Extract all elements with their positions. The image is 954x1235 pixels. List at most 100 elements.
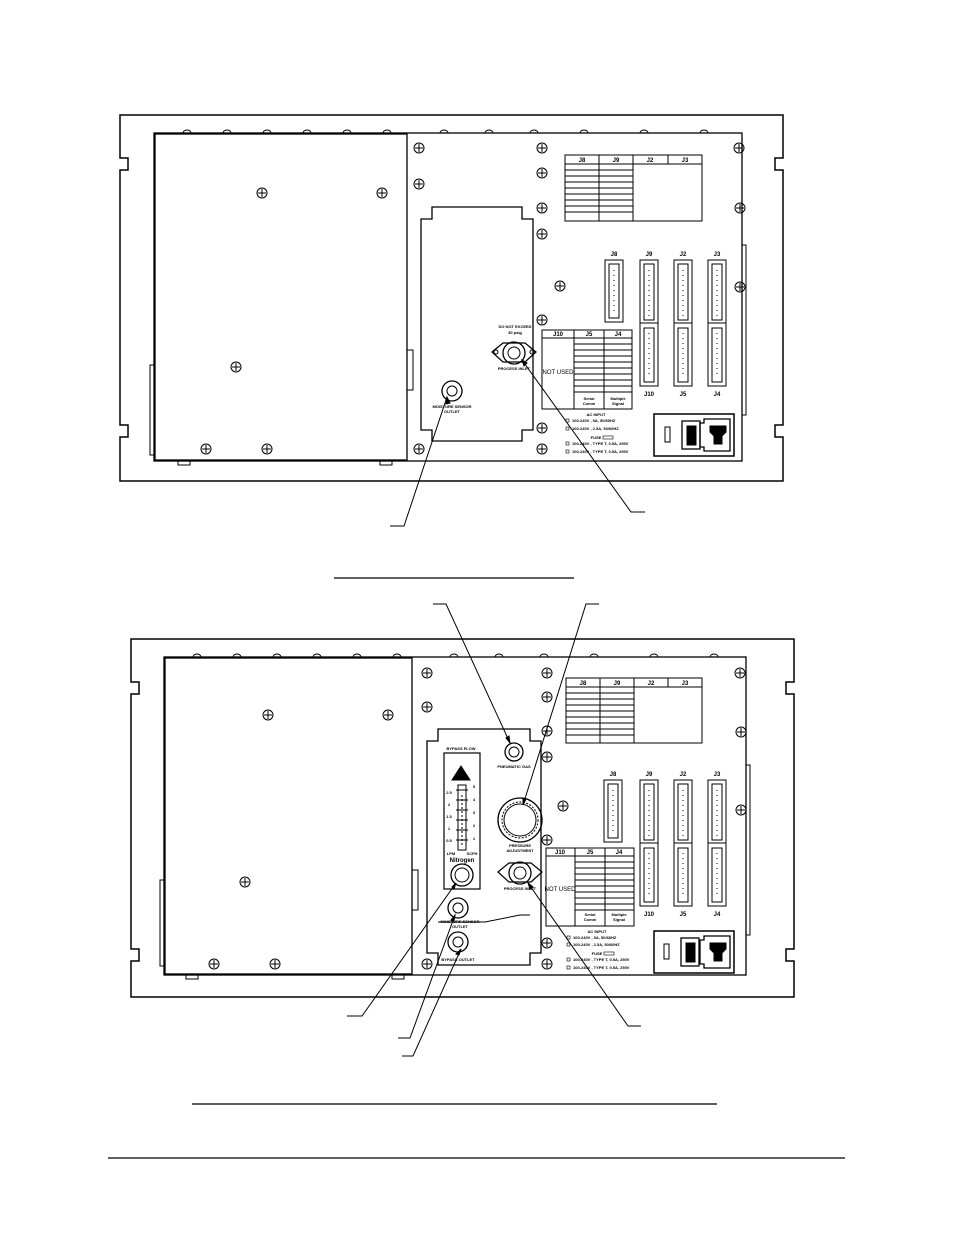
- connectors: [603, 779, 727, 907]
- terminal-j4: J4: [616, 850, 623, 856]
- cover-plate: [154, 133, 408, 461]
- screw-icon: [734, 202, 746, 214]
- screw-icon: [734, 667, 746, 679]
- screw-icon: [735, 804, 747, 816]
- ac-line-4: 100-240V , TYPE T, 0.5A, 250V: [573, 965, 630, 970]
- screw-icon: [239, 876, 251, 888]
- callout-leaders-top: [390, 358, 645, 527]
- screw-icon: [557, 800, 569, 812]
- do-not-exceed-2: 30 psig: [508, 330, 522, 335]
- connector-j9: J9: [646, 772, 653, 778]
- header-j3: J3: [682, 681, 689, 687]
- figure-top: DO NOT EXCEED 30 psig PROCESS INLET MOIS…: [119, 114, 784, 579]
- sensor-outlet-label-2: OUTLET: [452, 924, 469, 929]
- terminal-j4: J4: [615, 332, 622, 338]
- ac-line-1: 100-240V , 5A, 50/60HZ: [572, 418, 616, 423]
- screw-icon: [541, 667, 553, 679]
- scale-left-4: 1: [448, 826, 451, 831]
- top-bumps: [185, 653, 719, 980]
- bypass-outlet-label: BYPASS OUTLET: [441, 957, 475, 962]
- left-rail: [159, 879, 165, 967]
- screws-top: [200, 142, 746, 455]
- ac-line-2: 100-240V , 2.5A, 50/60HZ: [573, 942, 620, 947]
- sensor-outlet-label-2: OUTLET: [444, 409, 461, 414]
- screw-icon: [382, 709, 394, 721]
- bypass-flow-label: BYPASS FLOW: [446, 746, 475, 751]
- terminal-j10: J10: [555, 850, 566, 856]
- screw-icon: [733, 142, 745, 154]
- terminal-j10: J10: [553, 332, 564, 338]
- process-inlet-fitting: [497, 861, 543, 885]
- screw-icon: [421, 667, 433, 679]
- screw-icon: [256, 187, 268, 199]
- screw-icon: [200, 443, 212, 455]
- terminal-label-block: [541, 329, 633, 410]
- header-j9: J9: [614, 681, 621, 687]
- connector-j2: J2: [680, 252, 687, 258]
- scale-right-2: 4: [473, 797, 476, 802]
- screw-icon: [230, 361, 242, 373]
- callout-leaders-bottom: [347, 603, 641, 1057]
- do-not-exceed-1: DO NOT EXCEED: [498, 324, 531, 329]
- header-j2: J2: [648, 681, 655, 687]
- header-j2: J2: [647, 158, 654, 164]
- ac-line-2: 100-240V , 2.5A, 50/60HZ: [572, 426, 619, 431]
- terminal-label-block: [545, 847, 635, 927]
- left-rail: [149, 364, 155, 456]
- screw-icon: [413, 142, 425, 154]
- sensor-panel: [426, 728, 542, 966]
- scale-right-4: 2: [473, 823, 476, 828]
- scale-right-1: 5: [473, 784, 476, 789]
- screw-icon: [536, 228, 548, 240]
- connector-j10: J10: [644, 392, 655, 398]
- screw-icon: [541, 958, 553, 970]
- connector-j4: J4: [714, 392, 721, 398]
- screw-icon: [413, 178, 425, 190]
- pneumatic-gas-label: PNEUMATIC GAS: [497, 764, 531, 769]
- screw-icon: [536, 443, 548, 455]
- screw-icon: [541, 751, 553, 763]
- connectors: [604, 259, 727, 387]
- ac-line-3: 100-240V , TYPE T, 0.5A, 250V: [572, 441, 629, 446]
- screw-icon: [735, 726, 747, 738]
- connector-j5: J5: [680, 912, 687, 918]
- screw-icon: [262, 709, 274, 721]
- scale-left-3: 1.5: [446, 814, 452, 819]
- gas-name: Nitrogen: [450, 858, 475, 864]
- bypass-outlet-fitting: [447, 931, 469, 953]
- scale-right-3: 3: [473, 810, 476, 815]
- pressure-adjust-knob: [497, 797, 543, 843]
- header-j9: J9: [613, 158, 620, 164]
- pressure-adjust-1: PRESSURE: [509, 843, 531, 848]
- scale-left-1: 2.5: [446, 790, 452, 795]
- ac-line-1: 100-240V , 5A, 50/60HZ: [573, 935, 617, 940]
- pressure-adjust-2: ADJUSTMENT: [506, 848, 534, 853]
- serial-comm-2: Comm: [583, 401, 596, 406]
- cover-plate: [164, 657, 413, 975]
- multiple-signal-2: Signal: [612, 401, 624, 406]
- ac-input-title: AC INPUT: [588, 929, 607, 934]
- panel-divider: [438, 914, 530, 923]
- fuse-label: FUSE: [592, 951, 603, 956]
- connector-j8: J8: [611, 252, 618, 258]
- right-rail: [741, 244, 747, 416]
- terminal-j5: J5: [587, 850, 594, 856]
- scale-right-5: 1: [473, 836, 476, 841]
- screw-icon: [734, 281, 746, 293]
- process-inlet-label: PROCESS INLET: [498, 366, 531, 371]
- ac-line-3: 100-240V , TYPE T, 0.5A, 250V: [573, 957, 630, 962]
- header-j8: J8: [579, 158, 586, 164]
- connector-j3: J3: [714, 772, 721, 778]
- screw-icon: [541, 937, 553, 949]
- screw-icon: [541, 834, 553, 846]
- cover-hinge: [406, 349, 414, 391]
- rotameter: [443, 752, 481, 890]
- sensor-outlet-label-1: MOISTURE SENSOR: [432, 404, 471, 409]
- screw-icon: [541, 691, 553, 703]
- connector-j2: J2: [680, 772, 687, 778]
- rack-plate: [130, 638, 795, 998]
- terminal-j5: J5: [586, 332, 593, 338]
- not-used-label: NOT USED: [545, 887, 577, 893]
- serial-comm-2: Comm: [584, 917, 597, 922]
